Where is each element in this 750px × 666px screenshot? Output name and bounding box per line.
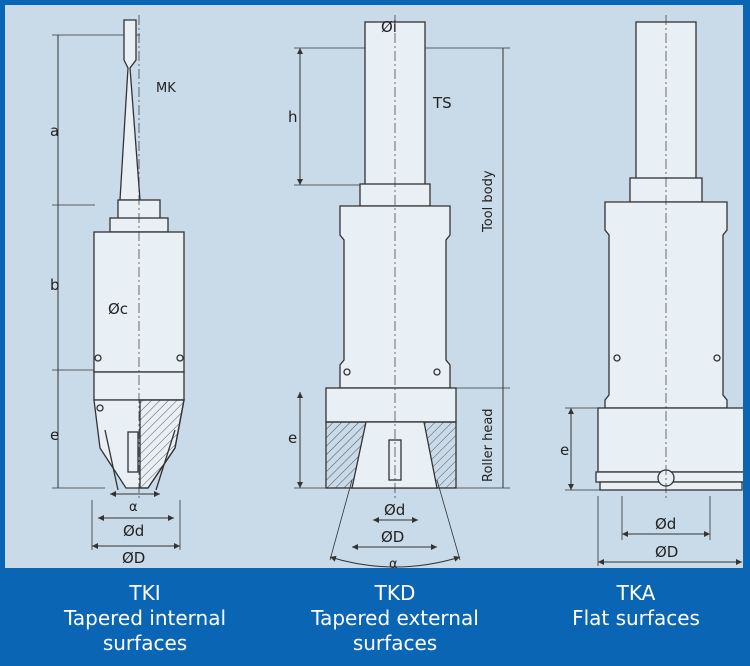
tkd-label-tool-body: Tool body [481, 170, 496, 233]
tka-label-e: e [560, 441, 569, 459]
tka-head [597, 407, 745, 473]
tkd-label-D: ØD [381, 528, 404, 546]
tki-shank [119, 19, 141, 201]
tki-drawing [52, 15, 185, 550]
technical-drawing: a b e MK Øc α Ød ØD [50, 15, 747, 572]
tki-taper-line [104, 429, 119, 491]
drawing-panel: a b e MK Øc α Ød ØD [5, 5, 747, 572]
tki-hatched-section [139, 399, 185, 489]
caption-tkd-desc-2: surfaces [352, 631, 438, 655]
tkd-label-ts: TS [432, 94, 452, 112]
tki-screw-3 [96, 404, 104, 412]
caption-tki-desc-1: Tapered internal [63, 606, 227, 630]
tka-label-d: Ød [655, 515, 676, 533]
tki-label-mk: MK [156, 81, 176, 96]
tka-dimension-lines [565, 407, 742, 566]
tkd-labels: Øi h TS Tool body Roller head e Ød ØD α [288, 18, 496, 572]
tkd-screw-1 [343, 368, 351, 376]
tki-label-e: e [50, 426, 59, 444]
caption-tkd-code: TKD [374, 581, 416, 605]
tkd-label-alpha: α [389, 557, 398, 568]
tki-label-b: b [50, 276, 60, 294]
tki-screw-1 [94, 354, 102, 362]
tkd-head-ring [325, 387, 457, 423]
tki-screw-2 [176, 354, 184, 362]
tki-labels: a b e MK Øc α Ød ØD [50, 81, 176, 567]
tka-drawing [565, 15, 747, 566]
tkd-drawing [294, 15, 510, 568]
caption-tki: TKI Tapered internal surfaces [20, 581, 270, 656]
caption-tka: TKA Flat surfaces [536, 581, 736, 631]
tka-screw-2 [713, 354, 721, 362]
tki-taper-line-2 [155, 429, 176, 491]
tki-label-a: a [50, 122, 59, 140]
tkd-label-roller-head: Roller head [481, 408, 496, 482]
caption-tki-code: TKI [129, 581, 161, 605]
tkd-screw-2 [433, 368, 441, 376]
tkd-label-i: Øi [381, 18, 397, 36]
tki-roller [127, 431, 139, 473]
tkd-label-d: Ød [384, 501, 405, 519]
caption-tkd-desc-1: Tapered external [311, 606, 479, 630]
tka-labels: e Ød ØD [560, 441, 678, 561]
tki-label-d: Ød [123, 522, 144, 540]
tki-label-alpha: α [129, 500, 138, 515]
tki-label-D: ØD [122, 549, 145, 567]
tkd-label-h: h [288, 108, 298, 126]
caption-tka-desc-1: Flat surfaces [572, 606, 700, 630]
tkd-dimension-lines [294, 36, 510, 568]
caption-tkd: TKD Tapered external surfaces [270, 581, 520, 656]
tka-label-D: ØD [655, 543, 678, 561]
caption-tki-desc-2: surfaces [102, 631, 188, 655]
tki-label-c: Øc [108, 300, 128, 318]
caption-tka-code: TKA [616, 581, 656, 605]
tka-screw-1 [613, 354, 621, 362]
tkd-label-e: e [288, 429, 297, 447]
